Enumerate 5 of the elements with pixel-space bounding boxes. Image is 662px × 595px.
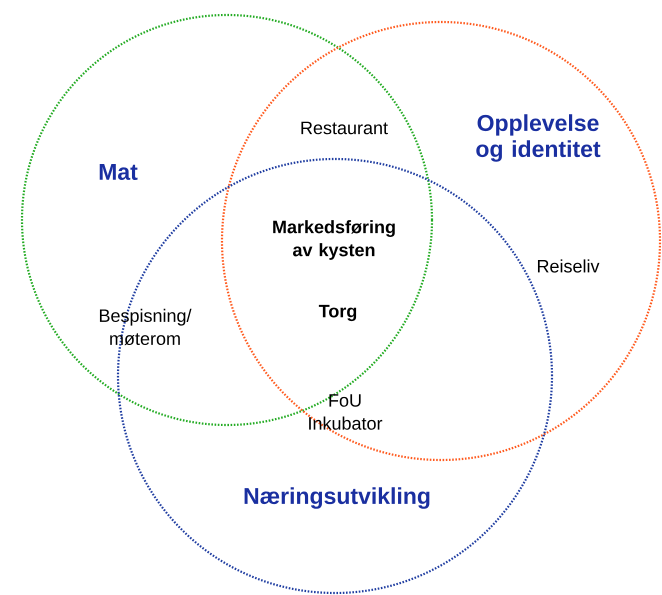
region-label: Bespisning/ møterom: [100, 308, 192, 346]
region-label: Reiseliv: [538, 259, 600, 273]
region-label: Torg: [318, 304, 356, 322]
region-label: Restaurant: [301, 122, 388, 134]
region-label: Markedsføring av kysten: [273, 220, 395, 260]
